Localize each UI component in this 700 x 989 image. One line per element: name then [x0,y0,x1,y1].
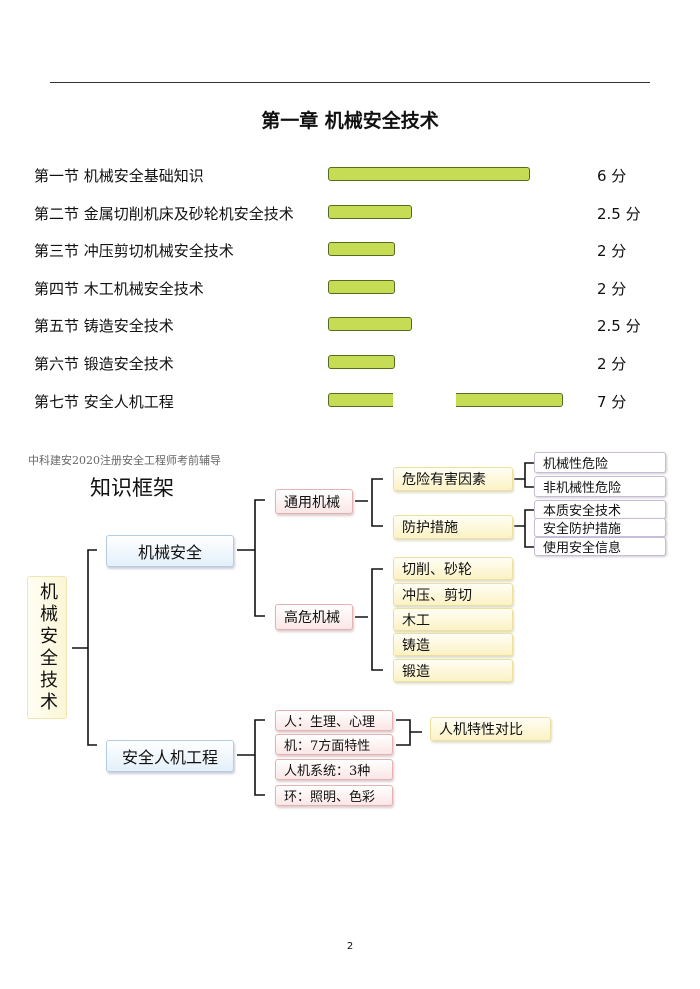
node-general: 通用机械 [275,489,353,514]
node-ergo-item: 人机系统：3种 [275,759,393,780]
node-high-risk-item: 铸造 [393,633,513,656]
section-row: 第三节 冲压剪切机械安全技术 2 分 [0,240,700,260]
section-row: 第四节 木工机械安全技术 2 分 [0,278,700,298]
score-bar [328,205,412,219]
section-label: 第七节 安全人机工程 [34,393,174,411]
section-score: 6 分 [597,167,627,185]
compare-bracket [396,719,422,746]
framework-source: 中科建安2020注册安全工程师考前辅导 [28,454,221,467]
section-row: 第六节 锻造安全技术 2 分 [0,353,700,373]
node-high-risk-item: 木工 [393,608,513,631]
node-high-risk: 高危机械 [275,604,353,630]
bar-gap [393,391,456,411]
node-high-risk-item: 锻造 [393,659,513,682]
node-ergo-item: 环：照明、色彩 [275,785,393,806]
node-high-risk-item: 冲压、剪切 [393,583,513,606]
protect-bracket [514,509,534,548]
section-row: 第二节 金属切削机床及砂轮机安全技术 2.5 分 [0,203,700,223]
header-rule [50,82,650,83]
section-score: 2.5 分 [597,317,641,335]
mech-bracket [237,499,265,617]
hazard-bracket [514,462,534,488]
section-label: 第二节 金属切削机床及砂轮机安全技术 [34,205,294,223]
section-score: 2.5 分 [597,205,641,223]
score-bar [328,280,396,294]
root-node: 机械安全技术 [27,576,67,719]
node-ergo-item: 机：7方面特性 [275,734,393,755]
section-row: 第五节 铸造安全技术 2.5 分 [0,315,700,335]
section-row: 第七节 安全人机工程 7 分 [0,391,700,411]
section-row: 第一节 机械安全基础知识 6 分 [0,165,700,185]
score-bar [328,167,530,181]
node-protect-item: 使用安全信息 [534,537,666,556]
node-ergo-item: 人：生理、心理 [275,710,393,731]
framework-heading: 知识框架 [90,476,174,500]
section-score: 7 分 [597,393,627,411]
section-label: 第三节 冲压剪切机械安全技术 [34,242,234,260]
section-label: 第五节 铸造安全技术 [34,317,174,335]
chapter-title: 第一章 机械安全技术 [261,110,439,132]
node-mech-safety: 机械安全 [106,535,234,567]
score-bar [328,355,396,369]
node-protect-item: 安全防护措施 [534,518,666,537]
section-label: 第四节 木工机械安全技术 [34,280,204,298]
node-ergonomics: 安全人机工程 [106,740,234,772]
section-label: 第六节 锻造安全技术 [34,355,174,373]
section-label: 第一节 机械安全基础知识 [34,167,204,185]
section-score: 2 分 [597,280,627,298]
general-bracket [355,478,383,527]
ergo-bracket [237,719,265,796]
node-protect-item: 本质安全技术 [534,500,666,519]
node-hazard-item: 非机械性危险 [534,476,666,497]
node-high-risk-item: 切削、砂轮 [393,557,513,580]
node-hazard-item: 机械性危险 [534,452,666,473]
page-number: 2 [346,941,354,952]
score-bar [328,317,412,331]
node-protect: 防护措施 [393,515,513,539]
node-compare: 人机特性对比 [430,717,551,741]
root-bracket [72,549,97,746]
section-score: 2 分 [597,242,627,260]
section-score: 2 分 [597,355,627,373]
highrisk-bracket [355,568,383,671]
score-bar [328,242,396,256]
node-hazard: 危险有害因素 [393,467,513,491]
